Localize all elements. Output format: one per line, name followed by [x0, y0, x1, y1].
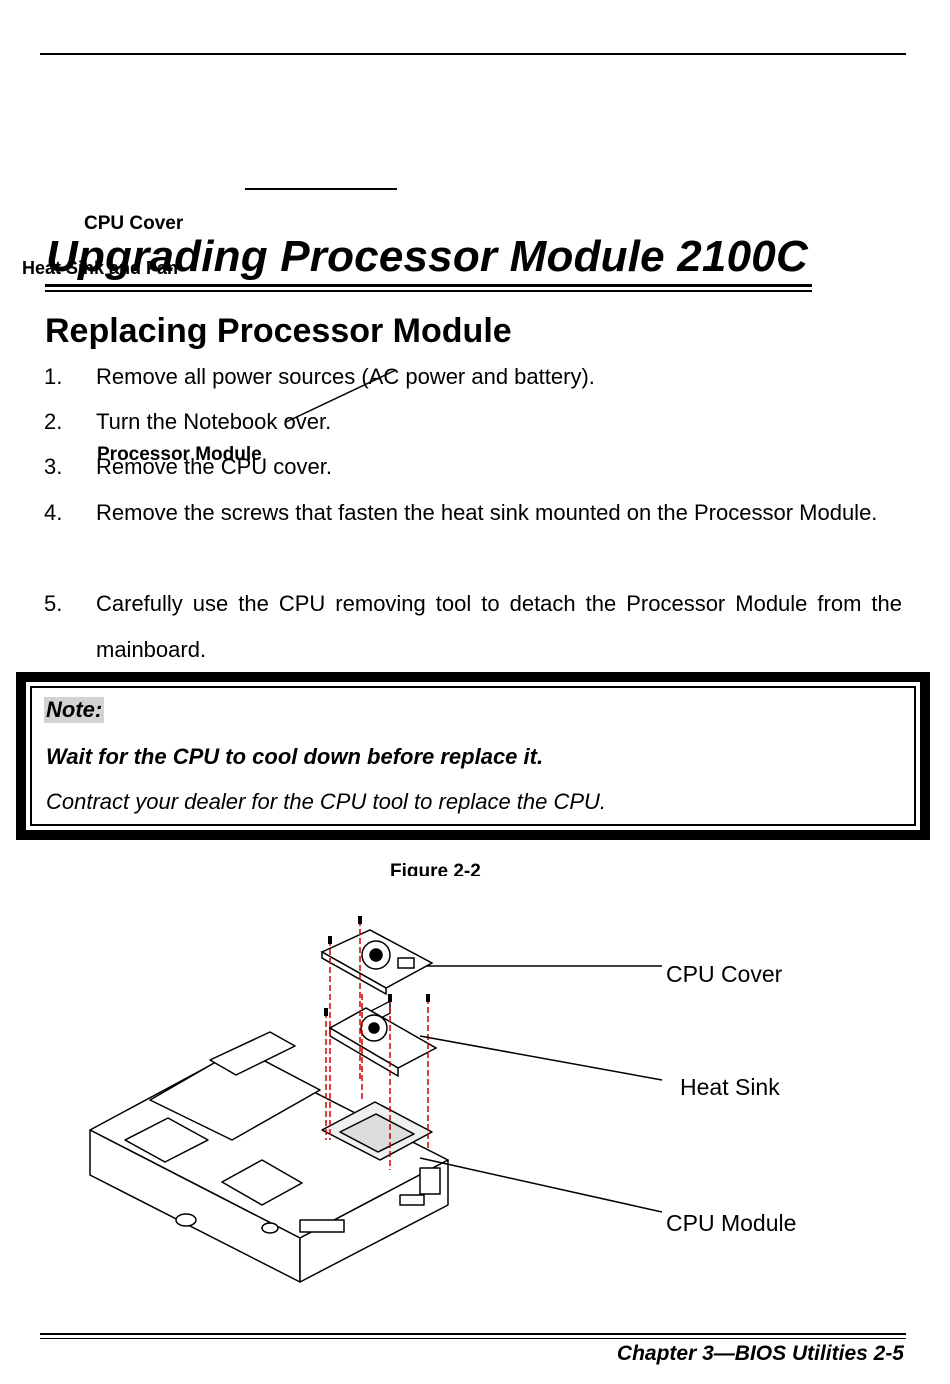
screw [328, 936, 332, 944]
title-underline-second [45, 290, 812, 292]
heat-sink-fan-hub [368, 1022, 380, 1034]
page-title: Upgrading Processor Module 2100C [46, 232, 808, 281]
step-text: Remove the screws that fasten the heat s… [96, 500, 878, 525]
step-text: Remove the CPU cover. [96, 454, 332, 479]
latch [261, 1222, 279, 1234]
step-text: Turn the Notebook over. [96, 409, 332, 434]
step-number: 2. [44, 409, 63, 434]
step-text: Remove all power sources (AC power and b… [96, 364, 595, 389]
header-rule [40, 53, 906, 55]
access-door [221, 1159, 303, 1206]
note-label: Note: [44, 697, 105, 723]
step-number: 1. [44, 364, 63, 389]
callout-leader-heat-sink [419, 1035, 663, 1081]
step-number: 4. [44, 500, 63, 525]
notebook-right-face [299, 1159, 449, 1283]
title-underline [45, 284, 812, 287]
screw [388, 994, 392, 1002]
note-box-inner-frame [30, 686, 916, 826]
ghost-label-heat-sink-fan: Heat Sink and Fan [22, 258, 179, 274]
notebook-rear-section [149, 1047, 321, 1141]
stray-rule [245, 188, 397, 190]
vent [419, 1167, 441, 1195]
note-text: Contract your dealer for the CPU tool to… [46, 789, 607, 814]
footer-rule-thin [40, 1338, 906, 1339]
note-box-body [26, 682, 920, 830]
callout-cpu-module: CPU Module [666, 1210, 797, 1236]
step-number: 3. [44, 454, 63, 479]
step-number: 5. [44, 591, 63, 616]
page-footer: Chapter 3—BIOS Utilities 2-5 [616, 1342, 904, 1365]
screw [426, 994, 430, 1002]
note-warning: Wait for the CPU to cool down before rep… [46, 744, 544, 769]
connector [299, 1219, 345, 1233]
cpu-cover-vent [397, 957, 415, 969]
cpu-cover-fan-hub [369, 948, 383, 962]
screw [324, 1008, 328, 1016]
callout-leader-cpu-module [419, 1157, 663, 1213]
section-heading: Replacing Processor Module [45, 312, 512, 350]
figure-caption: Figure 2-2 [390, 861, 481, 876]
cpu-cover-edge [321, 950, 387, 996]
footer-rule [40, 1333, 906, 1335]
callout-cpu-cover: CPU Cover [666, 961, 783, 987]
latch [175, 1213, 197, 1227]
screw [358, 916, 362, 924]
ghost-label-cpu-cover: CPU Cover [84, 213, 184, 230]
battery-bay [124, 1117, 209, 1163]
cpu-module [339, 1113, 415, 1153]
step-text: Carefully use the CPU removing tool to d… [96, 591, 902, 662]
port [399, 1194, 425, 1206]
ghost-label-processor-module: Processor Module [97, 444, 262, 461]
rear-panel [209, 1031, 296, 1076]
callout-heat-sink: Heat Sink [680, 1074, 780, 1100]
